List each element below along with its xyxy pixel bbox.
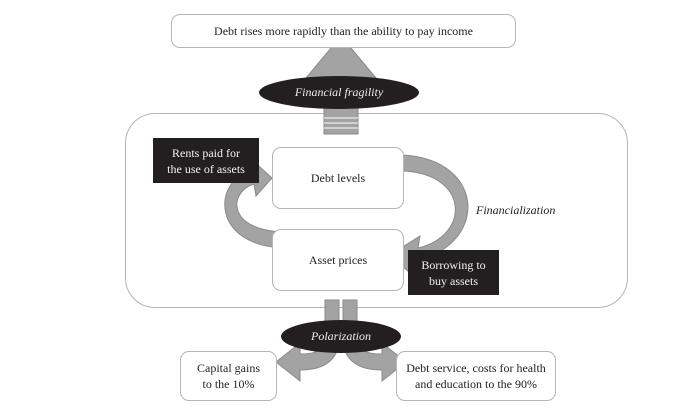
borrowing-callout: Borrowing to buy assets bbox=[408, 250, 499, 295]
rents-callout-line1: Rents paid for bbox=[172, 145, 240, 160]
top-outcome-box: Debt rises more rapidly than the ability… bbox=[171, 14, 516, 48]
top-outcome-text: Debt rises more rapidly than the ability… bbox=[214, 24, 473, 38]
debt-service-line1: Debt service, costs for health bbox=[406, 361, 546, 375]
debt-service-line2: and education to the 90% bbox=[415, 377, 537, 391]
financialization-frame bbox=[125, 113, 628, 308]
borrowing-callout-line2: buy assets bbox=[429, 273, 478, 288]
debt-service-box: Debt service, costs for health and educa… bbox=[396, 351, 556, 401]
capital-gains-line1: Capital gains bbox=[197, 361, 260, 375]
debt-levels-node: Debt levels bbox=[272, 147, 404, 209]
debt-levels-text: Debt levels bbox=[310, 171, 366, 185]
borrowing-callout-line1: Borrowing to bbox=[421, 257, 486, 272]
rents-callout-line2: the use of assets bbox=[167, 161, 245, 176]
asset-prices-node: Asset prices bbox=[272, 229, 404, 291]
financial-fragility-text: Financial fragility bbox=[294, 85, 384, 99]
financialization-label: Financialization bbox=[476, 203, 556, 217]
polarization-text: Polarization bbox=[310, 329, 371, 343]
rents-callout: Rents paid for the use of assets bbox=[153, 138, 259, 183]
financial-fragility-label: Financial fragility bbox=[259, 76, 419, 109]
capital-gains-box: Capital gains to the 10% bbox=[180, 351, 277, 401]
capital-gains-line2: to the 10% bbox=[202, 377, 255, 391]
polarization-label: Polarization bbox=[281, 320, 401, 353]
asset-prices-text: Asset prices bbox=[308, 253, 368, 267]
